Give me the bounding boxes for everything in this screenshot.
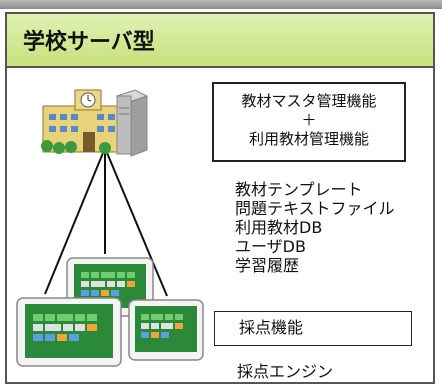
client-function-box: 採点機能 (214, 311, 412, 346)
list-item: 問題テキストファイル (235, 199, 395, 218)
server-function-plus: ＋ (301, 111, 317, 129)
tablet-icon-left (16, 297, 122, 367)
server-data-list: 教材テンプレート 問題テキストファイル 利用教材DB ユーザDB 学習履歴 (235, 180, 395, 275)
server-function-line1: 教材マスタ管理機能 (241, 92, 377, 110)
connection-line-tablet-right (104, 147, 168, 297)
page-title: 学校サーバ型 (23, 30, 155, 55)
client-engine-label: 採点エンジン (237, 362, 334, 381)
diagram-art (16, 89, 204, 367)
list-item: 学習履歴 (235, 256, 300, 275)
list-item: 教材テンプレート (235, 180, 363, 199)
connection-line-tablet-left (44, 147, 106, 295)
architecture-diagram: 教材マスタ管理機能 ＋ 利用教材管理機能 教材テンプレート 問題テキストファイル… (7, 68, 435, 384)
server-icon (115, 89, 149, 157)
client-function-label: 採点機能 (239, 318, 304, 337)
slide-frame: 学校サーバ型 (5, 12, 435, 384)
top-strip (0, 0, 442, 9)
server-functions-box: 教材マスタ管理機能 ＋ 利用教材管理機能 (212, 82, 406, 162)
server-function-line2: 利用教材管理機能 (248, 130, 369, 148)
title-bar: 学校サーバ型 (7, 14, 433, 68)
list-item: 利用教材DB (235, 218, 323, 237)
tablet-icon-right (128, 299, 204, 361)
school-building-icon (41, 89, 122, 154)
connection-lines (44, 147, 168, 297)
list-item: ユーザDB (235, 237, 306, 256)
